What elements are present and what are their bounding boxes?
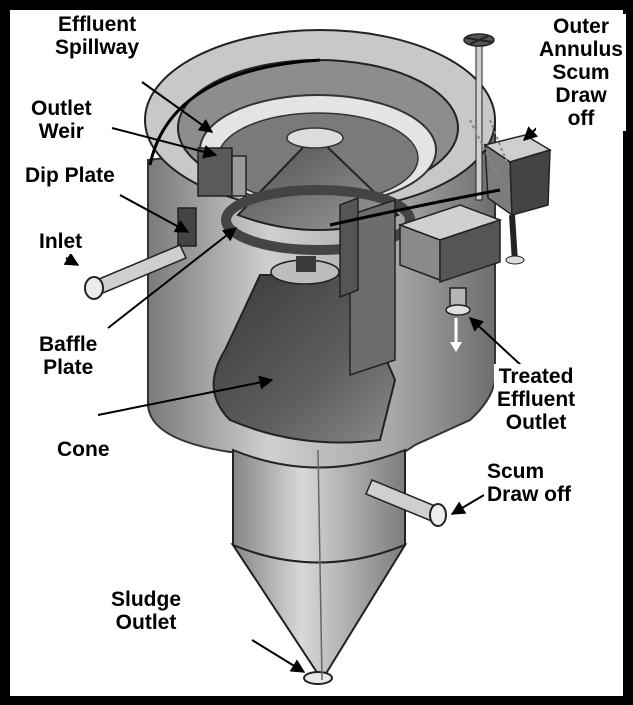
label-outlet-weir: Outlet Weir: [28, 96, 95, 144]
scum-box-top: [483, 134, 552, 265]
baffle-plate-ring: [221, 185, 415, 255]
pointer-outlet-weir: [111, 127, 218, 159]
pointer-effluent-spillway: [141, 81, 214, 133]
pointer-baffle-plate: [107, 227, 238, 329]
label-outer-annulus-scum-draw-off: Outer Annulus Scum Draw off: [536, 14, 626, 131]
effluent-outlet-box: [397, 204, 503, 352]
label-sludge-outlet: Sludge Outlet: [108, 587, 185, 635]
label-treated-effluent-outlet: Treated Effluent Outlet: [494, 364, 579, 435]
sludge-hopper: [230, 448, 408, 685]
label-scum-draw-off: Scum Draw off: [484, 459, 574, 507]
center-channel: [339, 196, 396, 377]
pointer-cone: [97, 375, 274, 416]
pointer-dip-plate: [119, 194, 190, 233]
label-dip-plate: Dip Plate: [22, 163, 118, 188]
pointer-inlet: [63, 252, 80, 266]
label-inlet: Inlet: [36, 229, 86, 254]
pointer-sludge-outlet: [251, 639, 306, 673]
label-cone: Cone: [54, 437, 113, 462]
handwheel-spindle: [463, 33, 511, 201]
label-effluent-spillway: Effluent Spillway: [52, 12, 143, 60]
pointer-treated-effluent: [468, 317, 525, 369]
inlet-pipe: [84, 244, 188, 300]
pointer-lines: [63, 81, 559, 673]
scum-draw-off-pipe: [365, 479, 447, 527]
rim-arc: [329, 188, 501, 227]
pointer-scum-draw-off: [450, 494, 485, 515]
label-baffle-plate: Baffle Plate: [36, 332, 101, 380]
